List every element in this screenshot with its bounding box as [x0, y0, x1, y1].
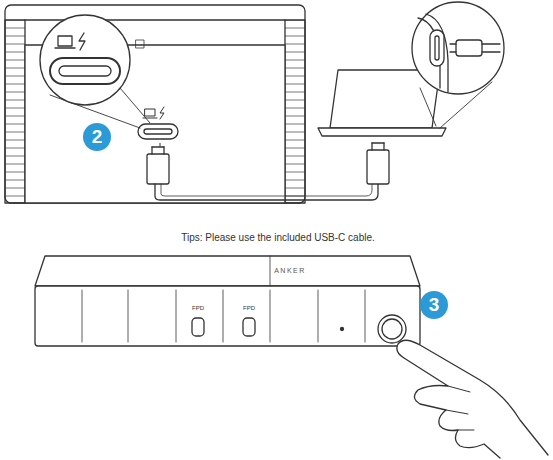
brand-logo: ANKER [274, 267, 306, 274]
port-label: FPD [243, 305, 255, 311]
hand [397, 340, 548, 458]
usb-c-cable [155, 184, 378, 200]
laptop-port-inset [412, 2, 504, 128]
dock-front [35, 256, 420, 346]
callout-text: 3 [429, 294, 440, 316]
callout-number: 3 [420, 291, 448, 319]
port-zoom-inset [40, 15, 150, 128]
tip-note: Tips: Please use the included USB-C cabl… [181, 233, 375, 243]
laptop [318, 70, 446, 184]
callout-number: 2 [83, 123, 111, 151]
dock-rear [5, 5, 305, 203]
port-label: FPD [192, 305, 204, 311]
callout-text: 2 [92, 126, 103, 148]
